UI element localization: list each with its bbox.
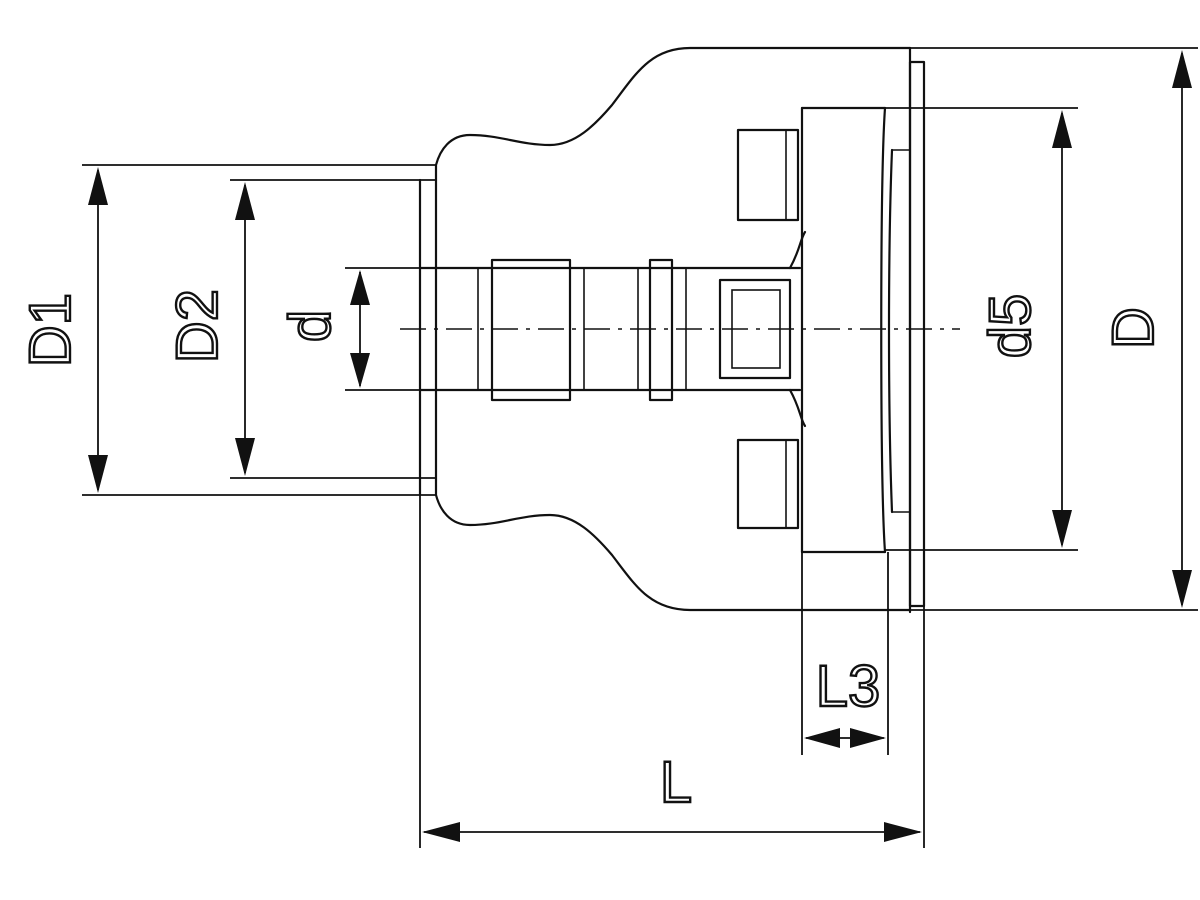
label-d: d bbox=[278, 310, 343, 342]
label-D1: D1 bbox=[18, 293, 83, 367]
dimension-D2: D2 bbox=[164, 179, 436, 479]
dimension-L: L bbox=[419, 495, 925, 848]
inner-insert bbox=[418, 230, 807, 428]
dimension-D1: D1 bbox=[17, 164, 436, 496]
dimension-D: D bbox=[910, 47, 1198, 611]
label-L3: L3 bbox=[816, 654, 881, 719]
label-L: L bbox=[660, 750, 692, 815]
bolt-bottom bbox=[736, 438, 800, 530]
dimension-d5: d5 bbox=[885, 107, 1078, 551]
bolt-top bbox=[736, 128, 800, 222]
label-D: D bbox=[1101, 307, 1166, 349]
label-D2: D2 bbox=[165, 289, 230, 363]
label-d5: d5 bbox=[978, 294, 1043, 359]
fitting-body bbox=[418, 46, 926, 614]
dimension-L3: L3 bbox=[801, 552, 889, 755]
dimension-d: d bbox=[277, 267, 420, 391]
